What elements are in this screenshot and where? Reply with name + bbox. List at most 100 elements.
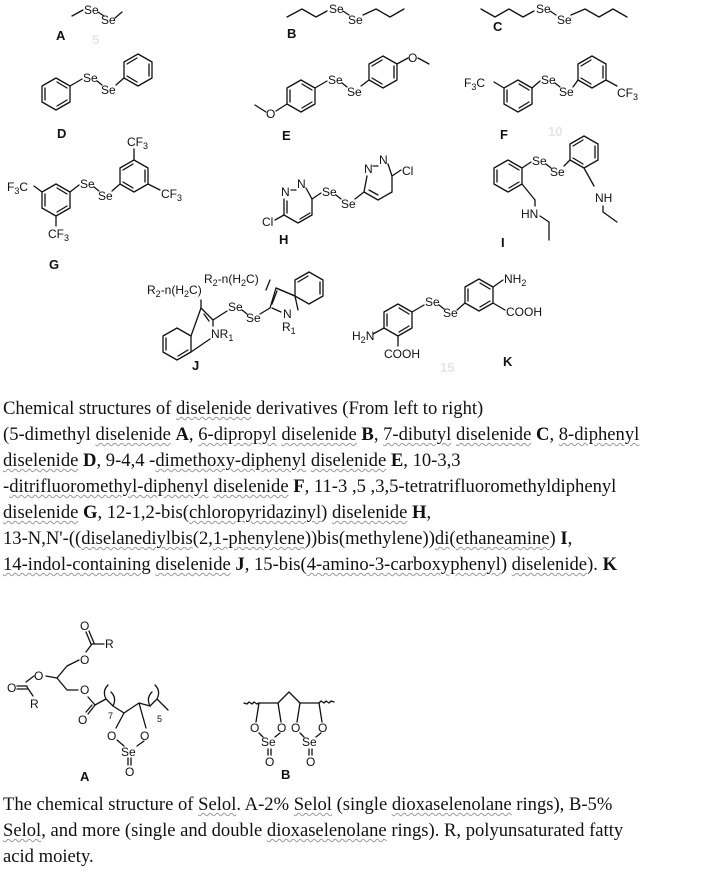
svg-text:Se: Se	[261, 735, 276, 749]
selol-structures-figure: O R O O O R O O 7 5 O O Se	[7, 619, 335, 784]
svg-text:N: N	[379, 153, 388, 167]
svg-text:Cl: Cl	[402, 164, 413, 178]
svg-text:O: O	[125, 765, 134, 779]
svg-text:A: A	[56, 28, 66, 43]
structure-g: F3C CF3 Se Se CF3 CF3 G	[7, 135, 182, 272]
svg-text:Se: Se	[98, 189, 113, 203]
svg-text:O: O	[266, 107, 275, 121]
svg-text:Se: Se	[559, 85, 574, 99]
svg-text:Se: Se	[341, 197, 356, 211]
svg-text:N: N	[297, 177, 306, 191]
structure-j: R2-n(H2C) R2-n(H2C) NR1 Se Se N R1 J	[147, 271, 324, 373]
svg-text:Se: Se	[329, 2, 344, 16]
svg-text:G: G	[49, 257, 59, 272]
svg-text:Se: Se	[246, 311, 261, 325]
structure-b: Se Se B	[286, 2, 405, 41]
svg-text:O: O	[7, 681, 16, 695]
structure-a: Se Se A 5	[56, 3, 123, 47]
svg-text:COOH: COOH	[384, 347, 420, 361]
caption-line: -ditrifluoromethyl-diphenyl diselenide F…	[3, 476, 617, 497]
svg-text:O: O	[306, 755, 315, 769]
structure-f: F3C Se Se CF3 F 10	[464, 55, 638, 142]
svg-text:F: F	[500, 127, 508, 142]
svg-text:N: N	[364, 162, 373, 176]
svg-text:Se: Se	[101, 13, 116, 27]
structure-c: Se Se C	[480, 2, 628, 34]
structure-i: Se Se HN NH I	[493, 135, 618, 250]
caption-line: diselenide G, 12-1,2-bis(chloropyridazin…	[3, 502, 432, 523]
svg-text:Se: Se	[228, 300, 243, 314]
svg-text:Se: Se	[347, 85, 362, 99]
selol-structure-a: O R O O O R O O 7 5 O O Se	[7, 619, 169, 784]
svg-text:O: O	[250, 721, 259, 735]
svg-text:Se: Se	[550, 165, 565, 179]
svg-text:H: H	[279, 232, 288, 247]
svg-text:N: N	[283, 307, 292, 321]
svg-text:O: O	[34, 669, 43, 683]
caption-line: The chemical structure of Selol. A-2% Se…	[3, 794, 613, 815]
svg-text:B: B	[281, 767, 290, 782]
caption-line: 13-N,N'-((diselanediylbis(2,1-phenylene)…	[3, 528, 573, 549]
svg-text:Se: Se	[328, 73, 343, 87]
svg-text:NH2: NH2	[504, 272, 526, 288]
svg-text:O: O	[80, 619, 89, 633]
svg-text:O: O	[265, 755, 274, 769]
svg-text:O: O	[107, 729, 116, 743]
svg-text:COOH: COOH	[506, 305, 542, 319]
diselenide-structures-figure: Se Se A 5 Se Se B Se Se C Se Se D	[7, 2, 638, 375]
svg-text:I: I	[501, 235, 505, 250]
svg-text:Se: Se	[101, 83, 116, 97]
caption-line: 14-indol-containing diselenide J, 15-bis…	[3, 554, 618, 575]
structure-h: Cl N N Se Se N N Cl H	[262, 153, 413, 247]
selol-structure-b: O O O O Se Se O O B	[243, 691, 335, 782]
svg-text:O: O	[408, 51, 417, 65]
svg-text:NR1: NR1	[211, 327, 233, 343]
svg-text:Se: Se	[541, 73, 556, 87]
svg-text:R: R	[30, 697, 39, 711]
svg-text:Se: Se	[557, 13, 572, 27]
svg-text:H2N: H2N	[352, 329, 374, 345]
svg-text:J: J	[192, 358, 199, 373]
svg-text:R2-n(H2C): R2-n(H2C)	[204, 272, 259, 288]
svg-text:15: 15	[440, 360, 454, 375]
svg-text:NH: NH	[595, 191, 612, 205]
svg-text:CF3: CF3	[617, 86, 638, 102]
caption-line: (5-dimethyl diselenide A, 6-dipropyl dis…	[3, 424, 640, 445]
structure-d: Se Se D	[41, 53, 153, 141]
caption-line: Chemical structures of diselenide deriva…	[3, 398, 484, 419]
svg-text:CF3: CF3	[127, 135, 148, 151]
svg-text:Se: Se	[302, 735, 317, 749]
spellcheck-word: diselenide	[175, 398, 252, 419]
svg-text:Se: Se	[322, 185, 337, 199]
structure-e: O Se Se O E	[254, 51, 430, 143]
svg-text:D: D	[57, 126, 66, 141]
svg-text:K: K	[503, 354, 513, 369]
svg-text:Se: Se	[121, 745, 136, 759]
svg-text:Se: Se	[443, 306, 458, 320]
svg-text:CF3: CF3	[48, 227, 69, 243]
svg-text:Se: Se	[83, 71, 98, 85]
svg-text:C: C	[493, 19, 503, 34]
svg-text:O: O	[318, 721, 327, 735]
caption-line: diselenide D, 9-4,4 -dimethoxy-diphenyl …	[3, 450, 461, 471]
svg-text:R2-n(H2C): R2-n(H2C)	[147, 283, 202, 299]
svg-text:Se: Se	[348, 13, 363, 27]
svg-text:E: E	[282, 128, 291, 143]
svg-text:O: O	[78, 713, 87, 727]
svg-text:Se: Se	[536, 2, 551, 16]
svg-text:O: O	[80, 683, 89, 697]
svg-text:R1: R1	[282, 320, 296, 336]
svg-text:F3C: F3C	[464, 76, 485, 92]
svg-text:R: R	[105, 637, 114, 651]
structure-k: H2N COOH Se Se NH2 COOH K 15	[352, 272, 542, 375]
svg-text:O: O	[140, 729, 149, 743]
svg-text:O: O	[277, 721, 286, 735]
svg-text:HN: HN	[521, 207, 538, 221]
svg-text:B: B	[287, 26, 296, 41]
svg-text:CF3: CF3	[161, 187, 182, 203]
svg-text:Se: Se	[425, 295, 440, 309]
caption-line: acid moiety.	[3, 846, 94, 867]
caption-line: Selol, and more (single and double dioxa…	[3, 820, 624, 841]
svg-text:N: N	[281, 185, 290, 199]
svg-text:Se: Se	[84, 3, 99, 17]
